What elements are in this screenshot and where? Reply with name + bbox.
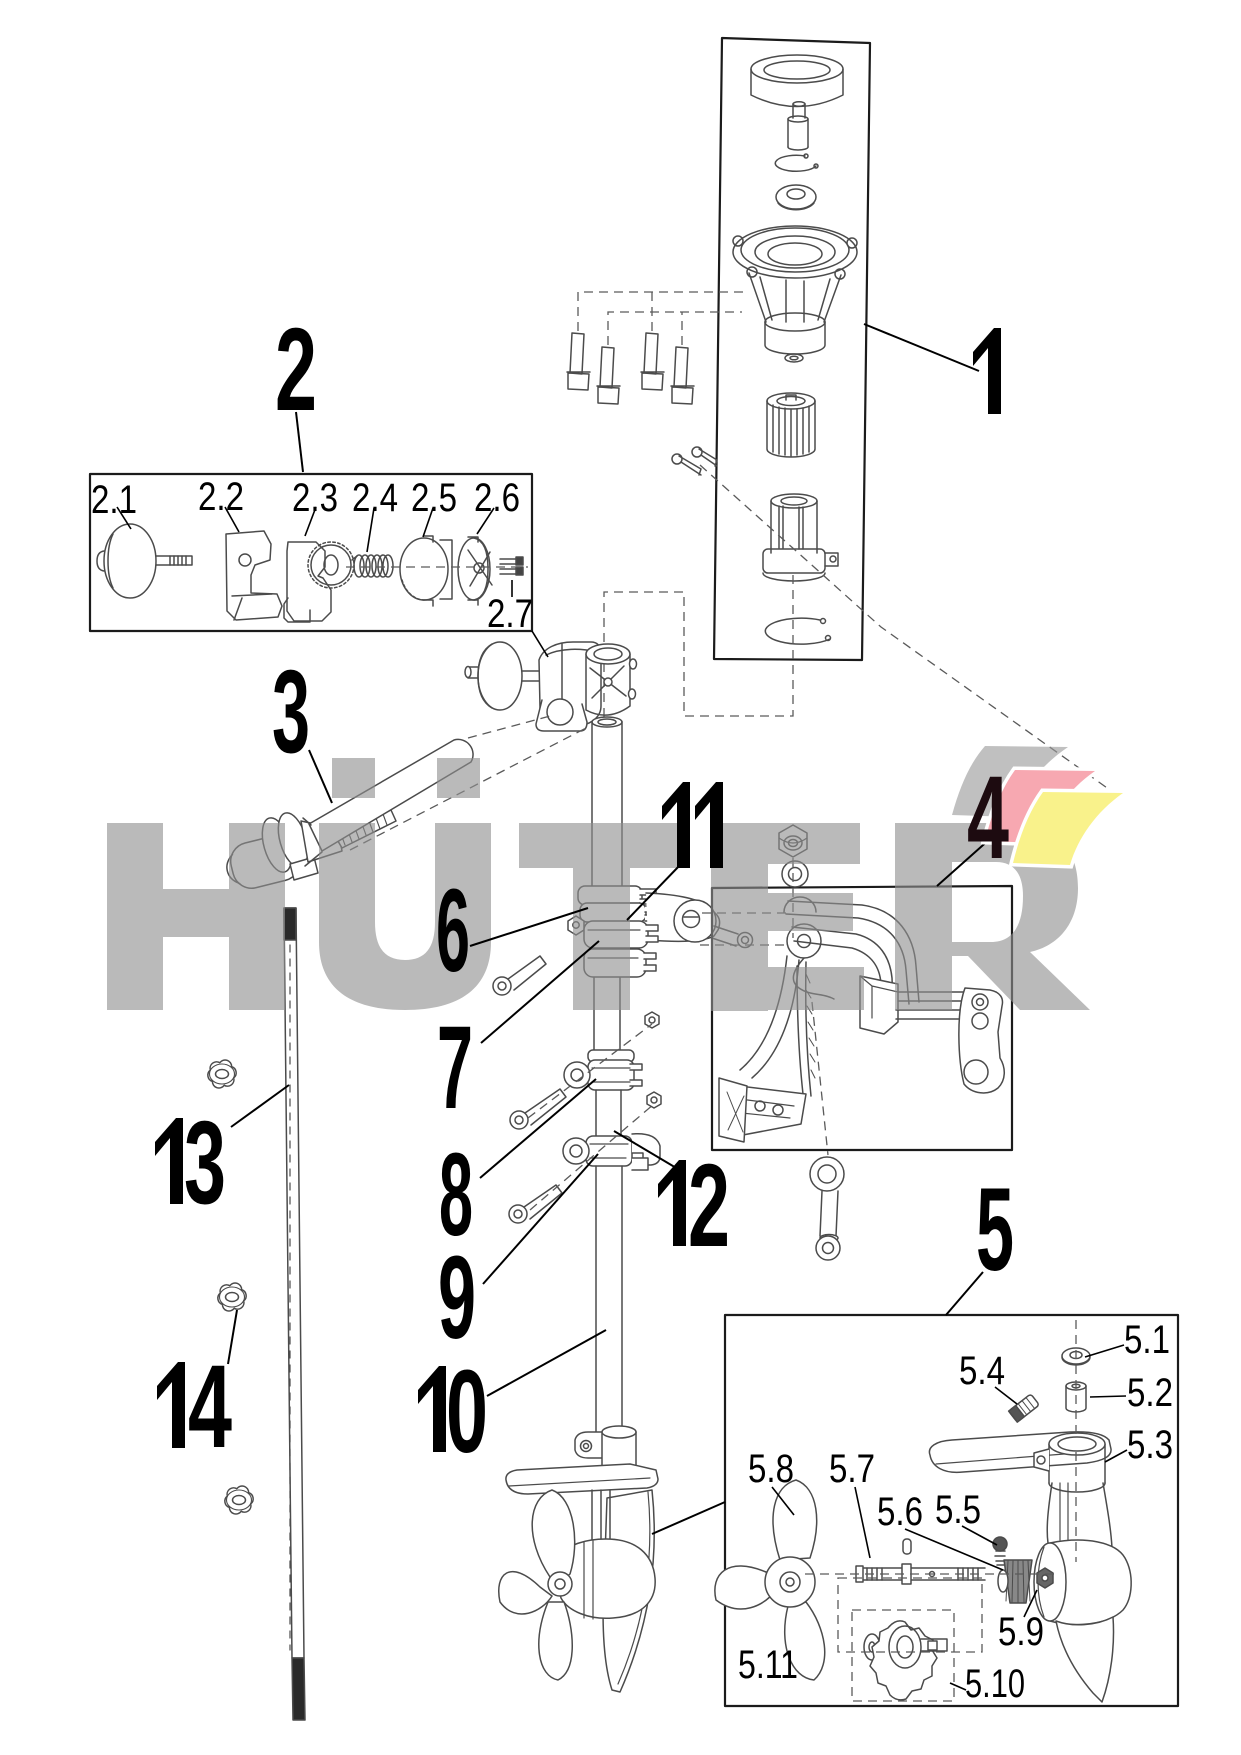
svg-text:2.2: 2.2 xyxy=(198,475,244,519)
svg-text:5.9: 5.9 xyxy=(998,1610,1044,1654)
svg-text:4: 4 xyxy=(967,752,1009,884)
svg-text:5.6: 5.6 xyxy=(877,1490,923,1534)
svg-text:2.6: 2.6 xyxy=(474,476,520,520)
svg-text:7: 7 xyxy=(437,1002,473,1134)
svg-text:5.4: 5.4 xyxy=(959,1349,1005,1393)
svg-text:2: 2 xyxy=(688,1140,730,1272)
svg-text:5.10: 5.10 xyxy=(965,1662,1025,1706)
svg-text:5.5: 5.5 xyxy=(935,1488,981,1532)
svg-text:2.4: 2.4 xyxy=(352,476,398,520)
svg-text:3: 3 xyxy=(272,646,310,778)
svg-text:6: 6 xyxy=(436,865,470,997)
svg-text:5.1: 5.1 xyxy=(1124,1318,1170,1362)
svg-text:5.8: 5.8 xyxy=(748,1447,794,1491)
svg-text:2.3: 2.3 xyxy=(292,476,338,520)
svg-text:2.7: 2.7 xyxy=(487,592,533,636)
svg-text:0: 0 xyxy=(446,1346,488,1478)
svg-text:9: 9 xyxy=(438,1232,476,1364)
svg-text:5.11: 5.11 xyxy=(738,1643,798,1687)
svg-text:5.3: 5.3 xyxy=(1127,1423,1173,1467)
svg-text:3: 3 xyxy=(184,1097,226,1229)
svg-text:5: 5 xyxy=(976,1164,1014,1296)
svg-text:2.1: 2.1 xyxy=(91,478,137,522)
svg-text:5.2: 5.2 xyxy=(1127,1371,1173,1415)
svg-text:4: 4 xyxy=(188,1341,232,1473)
svg-text:2.5: 2.5 xyxy=(411,476,457,520)
svg-text:5.7: 5.7 xyxy=(829,1447,875,1491)
svg-text:8: 8 xyxy=(439,1129,473,1261)
